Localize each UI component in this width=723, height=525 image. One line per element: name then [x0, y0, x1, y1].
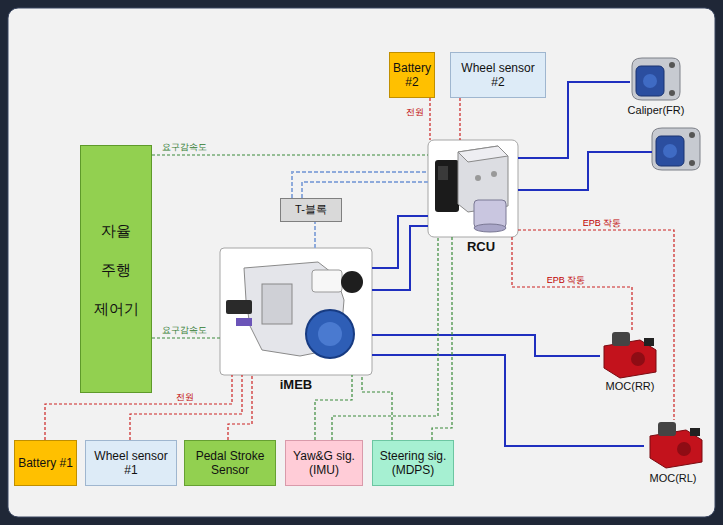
imeb-illustration [226, 300, 252, 314]
hydraulic-line [302, 182, 428, 198]
box-label: Steering sig. (MDPS) [376, 449, 450, 478]
rcu-unit: RCU [428, 140, 518, 237]
hydraulic-line [372, 226, 428, 290]
line-label: 전원 [404, 107, 426, 117]
part-label: MOC(RR) [606, 380, 655, 393]
rcu-illustration [458, 146, 508, 162]
signal-line [362, 375, 392, 440]
hydraulic-line [372, 335, 600, 356]
signal-line [432, 237, 452, 440]
imeb-illustration [341, 271, 363, 293]
moc-part: MOC(RR) [600, 330, 660, 378]
signal-line [228, 375, 252, 440]
caliper-fl-illustration [652, 128, 700, 170]
sensor-box: Wheel sensor #2 [450, 52, 546, 98]
box-label: Battery #1 [18, 456, 73, 470]
sensor-box: Wheel sensor #1 [85, 440, 177, 486]
rcu-illustration [435, 160, 459, 212]
imeb-illustration [312, 270, 342, 292]
battery-box: Battery #1 [14, 440, 77, 486]
rcu-illustration [438, 166, 448, 180]
signal-line [315, 375, 352, 440]
moc-rl-illustration [650, 422, 702, 468]
signal-box: Yaw&G sig. (IMU) [285, 440, 363, 486]
signal-line [152, 337, 220, 338]
line-label: EPB 작동 [581, 218, 624, 228]
imeb-illustration [244, 262, 344, 356]
t-block-box: T-블록 [280, 198, 342, 222]
hydraulic-line [292, 172, 428, 198]
caliper-fr-illustration [632, 58, 680, 100]
line-label: 요구감속도 [160, 142, 209, 152]
box-label: Wheel sensor #1 [89, 449, 173, 478]
rcu-illustration [475, 175, 481, 181]
signal-line [429, 98, 430, 140]
background-panel [8, 8, 715, 517]
caliper-part: Caliper(FR) [630, 56, 682, 102]
imeb-illustration [318, 322, 342, 346]
signal-line [332, 237, 438, 440]
battery-box: Battery #2 [389, 52, 435, 98]
controller-box: 자율 주행 제어기 [80, 145, 152, 393]
imeb-unit: iMEB [220, 248, 372, 375]
rcu-illustration [491, 171, 497, 177]
signal-box: Steering sig. (MDPS) [372, 440, 454, 486]
sensor-box: Pedal Stroke Sensor [184, 440, 276, 486]
signal-line [512, 237, 632, 330]
part-label: MOC(RL) [649, 472, 696, 485]
rcu-illustration [428, 140, 518, 237]
moc-part: MOC(RL) [644, 420, 702, 470]
signal-line [459, 98, 460, 140]
imeb-illustration [220, 248, 372, 375]
imeb-illustration [236, 318, 252, 326]
box-label: 자율 주행 제어기 [89, 211, 143, 328]
part-label: RCU [467, 239, 495, 255]
imeb-illustration [262, 284, 292, 324]
rcu-illustration [428, 140, 518, 237]
line-label: 전원 [174, 392, 196, 402]
box-label: Yaw&G sig. (IMU) [289, 449, 359, 478]
imeb-illustration [306, 310, 354, 358]
signal-line [152, 154, 428, 155]
box-label: Pedal Stroke Sensor [188, 449, 272, 478]
part-label: iMEB [280, 377, 313, 393]
hydraulic-line [314, 222, 316, 248]
line-label: 요구감속도 [160, 325, 209, 335]
hydraulic-line [372, 216, 428, 268]
signal-line [518, 230, 674, 420]
box-label: T-블록 [284, 203, 338, 216]
moc-rr-illustration [604, 332, 656, 378]
line-label: EPB 작동 [545, 275, 588, 285]
part-label: Caliper(FR) [628, 104, 685, 117]
rcu-illustration [474, 224, 506, 232]
imeb-illustration [220, 248, 372, 375]
hydraulic-line [372, 355, 644, 446]
box-label: Wheel sensor #2 [454, 61, 542, 90]
box-label: Battery #2 [393, 61, 431, 90]
